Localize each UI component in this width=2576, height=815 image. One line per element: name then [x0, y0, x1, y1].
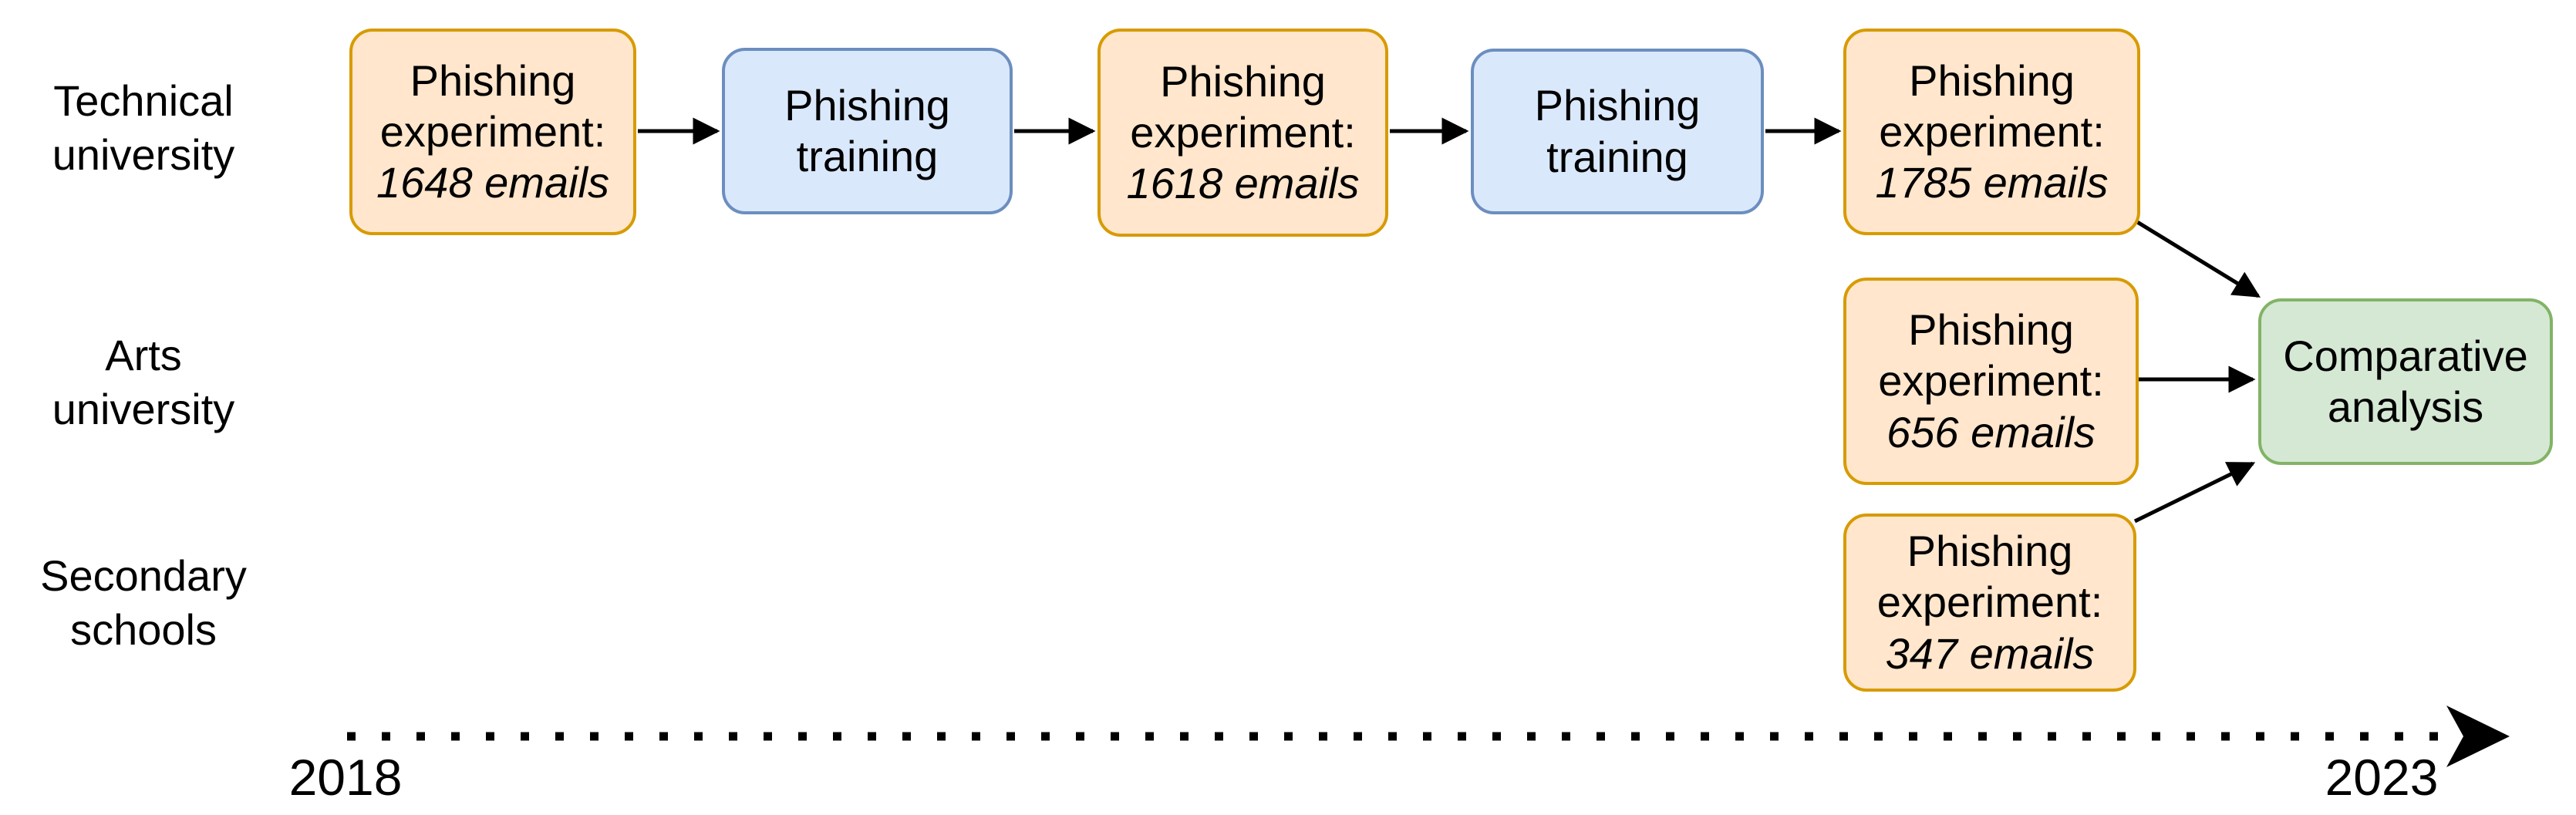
- row-label-line: schools: [70, 605, 217, 654]
- node-email-count: 1648 emails: [376, 158, 609, 207]
- node-comparative-analysis: Comparative analysis: [2258, 298, 2553, 465]
- node-email-count: 1618 emails: [1126, 159, 1360, 208]
- node-phishing-experiment-656: Phishing experiment: 656 emails: [1843, 278, 2139, 485]
- row-label-line: Technical: [53, 76, 234, 125]
- node-phishing-experiment-1648: Phishing experiment: 1648 emails: [349, 29, 636, 235]
- node-text-line: training: [1546, 132, 1688, 181]
- node-email-count: 347 emails: [1885, 628, 2095, 678]
- node-text-line: Phishing: [1534, 81, 1701, 130]
- row-label-line: university: [52, 130, 235, 179]
- node-text-line: training: [796, 132, 939, 180]
- node-phishing-experiment-347: Phishing experiment: 347 emails: [1843, 514, 2136, 692]
- node-text-line: experiment:: [379, 106, 606, 156]
- node-text-line: Phishing: [1160, 56, 1326, 106]
- node-text-line: experiment:: [1878, 356, 2104, 406]
- row-label-arts-university: Arts university: [12, 328, 275, 436]
- row-label-line: Arts: [105, 331, 182, 379]
- node-phishing-experiment-1785: Phishing experiment: 1785 emails: [1843, 29, 2140, 235]
- arrow-exp3-to-analysis: [2133, 218, 2261, 298]
- node-email-count: 1785 emails: [1875, 158, 2109, 207]
- node-text-line: Phishing: [1909, 56, 2075, 105]
- node-text-line: analysis: [2327, 382, 2484, 431]
- node-text-line: Phishing: [410, 56, 576, 105]
- arrow-expsecondary-to-analysis: [2133, 461, 2256, 524]
- timeline-start-year: 2018: [288, 749, 403, 806]
- node-text-line: Phishing: [1907, 527, 2073, 576]
- node-text-line: experiment:: [1879, 106, 2105, 156]
- row-label-technical-university: Technical university: [12, 74, 275, 182]
- row-label-line: university: [52, 385, 235, 433]
- node-text-line: experiment:: [1130, 107, 1356, 157]
- node-phishing-training-2: Phishing training: [1471, 49, 1764, 214]
- timeline-end-year: 2023: [2325, 749, 2439, 806]
- node-phishing-training-1: Phishing training: [722, 48, 1013, 214]
- node-text-line: experiment:: [1876, 578, 2103, 627]
- node-text-line: Phishing: [784, 80, 950, 130]
- row-label-line: Secondary: [40, 551, 247, 600]
- node-phishing-experiment-1618: Phishing experiment: 1618 emails: [1097, 29, 1388, 237]
- node-email-count: 656 emails: [1886, 407, 2096, 456]
- row-label-secondary-schools: Secondary schools: [12, 549, 275, 657]
- node-text-line: Comparative: [2283, 331, 2528, 380]
- node-text-line: Phishing: [1908, 305, 2074, 355]
